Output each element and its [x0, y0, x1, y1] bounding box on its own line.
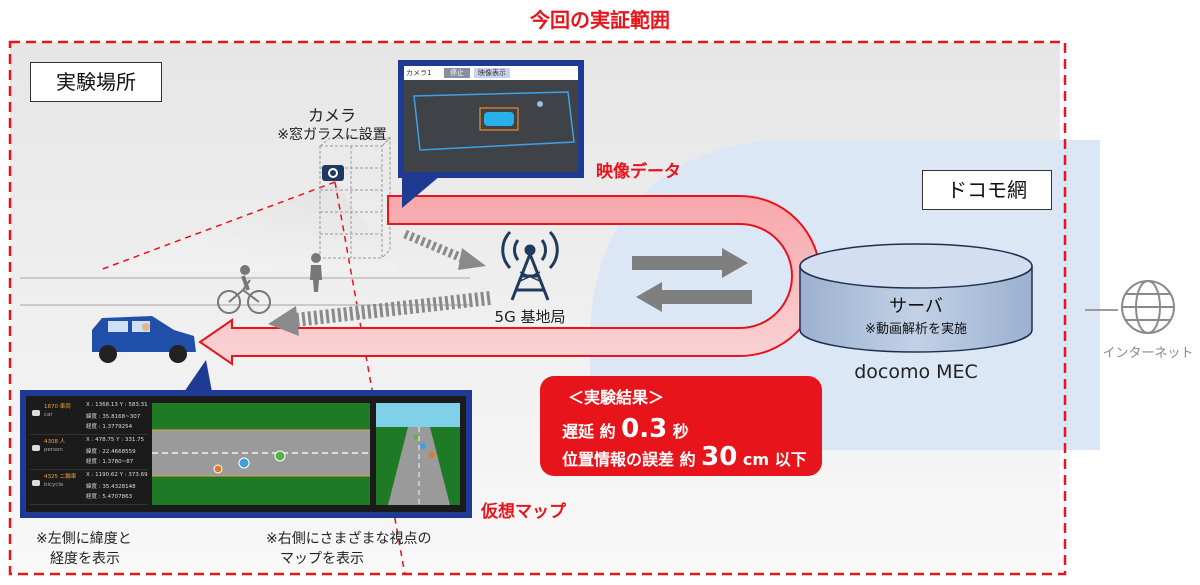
error-prefix: 位置情報の誤差 約	[562, 450, 696, 469]
camera-note: ※窓ガラスに設置	[277, 127, 387, 143]
vmap-row-lat: 緯度 : 35.8168~307	[86, 414, 141, 420]
camera-icon	[322, 165, 344, 181]
vmap-row-type: car	[44, 412, 53, 418]
docomo-mec-label: docomo MEC	[854, 361, 978, 383]
camera-tab-3: 映像表示	[474, 68, 510, 78]
vmap-row-lat: 緯度 : 35.4328148	[86, 484, 136, 490]
docomo-network-label: ドコモ網	[922, 170, 1052, 210]
server-note: ※動画解析を実施	[865, 322, 967, 337]
latency-prefix: 遅延 約	[562, 422, 616, 441]
right-note-line1: ※右側にさまざまな視点の	[266, 531, 432, 547]
left-note-line1: ※左側に緯度と	[36, 531, 132, 547]
vmap-row-type: person	[44, 447, 63, 453]
blue-car-icon	[92, 316, 196, 363]
vmap-row: 4325 二輪車 bicycle X : 1190.62 Y : 373.69 緯度 …	[30, 470, 148, 505]
camera-view-line-left	[99, 181, 336, 271]
scope-title: 今回の実証範囲	[530, 8, 670, 32]
downlink-arrow	[636, 282, 752, 312]
result-latency: 遅延 約 0.3 秒	[562, 414, 689, 444]
virtual-map-pointer	[184, 360, 212, 392]
latency-unit: 秒	[672, 422, 689, 441]
vmap-row-lat: 緯度 : 22.4668559	[86, 449, 136, 455]
vmap-row-lon: 経度 : 1.3780~87	[86, 459, 134, 465]
globe-icon	[1121, 280, 1175, 334]
server-label: サーバ	[889, 296, 943, 317]
vmap-row-xy: X : 1368.13 Y : 583.31	[86, 402, 148, 408]
server-cylinder	[799, 243, 1033, 353]
vmap-row-icon	[32, 445, 40, 451]
vmap-row-id: 1870 車両	[44, 404, 71, 410]
detected-car	[484, 112, 514, 126]
vmap-row-xy: X : 478.75 Y : 331.75	[86, 437, 145, 443]
vmap-coordinate-panel: 1870 車両 car X : 1368.13 Y : 583.31 緯度 : 35.…	[30, 400, 148, 508]
camera-view-cone	[100, 182, 400, 272]
vmap-row-id: 4325 二輪車	[44, 474, 77, 480]
vmap-row-lon: 経度 : 5.4707863	[86, 494, 133, 500]
experiment-site-label: 実験場所	[30, 62, 162, 102]
vmap-row-type: bicycle	[44, 482, 64, 488]
vmap-row-lon: 経度 : 1.3779254	[86, 424, 133, 430]
left-note-line2: 経度を表示	[50, 551, 120, 567]
video-data-pipe	[198, 195, 821, 366]
internet-label: インターネット	[1102, 346, 1194, 361]
vmap-row-id: 4308 人	[44, 439, 66, 445]
vmap-row-icon	[32, 480, 40, 486]
vmap-row-xy: X : 1190.62 Y : 373.69	[86, 472, 148, 478]
right-note-line2: マップを表示	[280, 551, 364, 567]
camera-tab-1: カメラ1	[406, 69, 432, 77]
base-station-label: 5G 基地局	[494, 308, 566, 326]
camera-to-station-arrow	[403, 229, 486, 270]
camera-tab-2: 停止	[444, 68, 470, 78]
video-data-label: 映像データ	[596, 162, 681, 182]
result-title: ＜実験結果＞	[568, 388, 665, 407]
virtual-map-label: 仮想マップ	[481, 502, 566, 522]
camera-screen-pointer	[402, 176, 440, 208]
cyclist-icon	[217, 265, 271, 314]
station-to-car-arrow	[268, 291, 491, 336]
scope-border	[8, 40, 1067, 576]
vmap-row: 1870 車両 car X : 1368.13 Y : 583.31 緯度 : 35.…	[30, 400, 148, 435]
pedestrian-icon	[310, 253, 322, 292]
experiment-result-box: ＜実験結果＞ 遅延 約 0.3 秒 位置情報の誤差 約 30 cm 以下	[540, 376, 822, 476]
result-position-error: 位置情報の誤差 約 30 cm 以下	[562, 442, 807, 472]
vmap-row-icon	[32, 410, 40, 416]
error-value: 30	[701, 442, 738, 472]
camera-label: カメラ	[307, 106, 356, 125]
uplink-arrow	[632, 248, 748, 278]
base-station-tower-icon	[501, 230, 559, 301]
error-unit: cm 以下	[742, 450, 807, 469]
latency-value: 0.3	[621, 414, 668, 444]
vmap-row: 4308 人 person X : 478.75 Y : 331.75 緯度 : 22…	[30, 435, 148, 470]
